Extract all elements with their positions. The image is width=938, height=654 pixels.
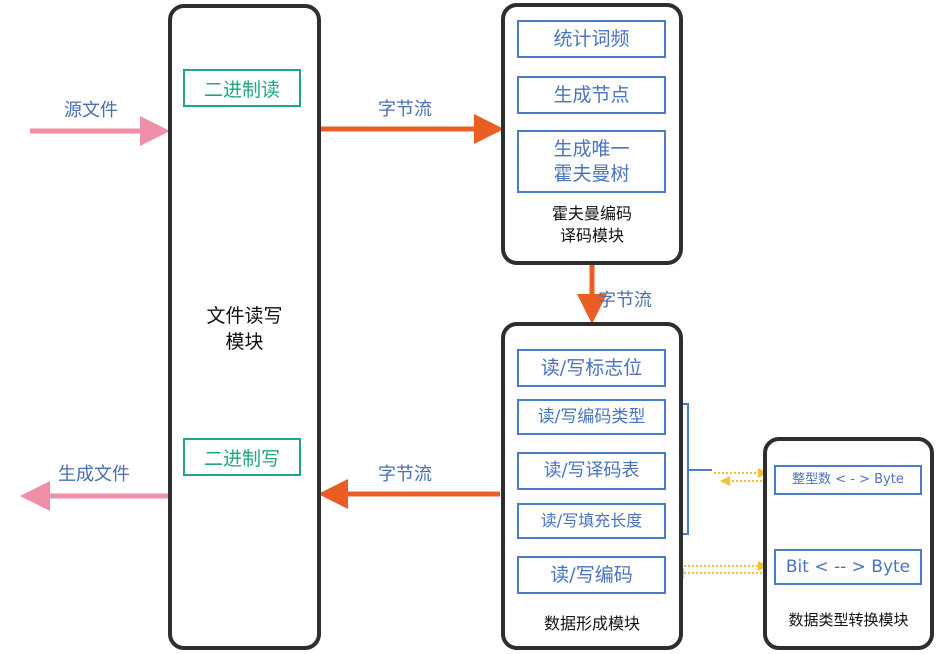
stream-label-top: 字节流: [378, 99, 432, 120]
bit-byte-converter: Bit < -- > Byte: [774, 549, 922, 585]
encoding-item: 读/写编码: [517, 556, 666, 594]
decode-table-item: 读/写译码表: [517, 452, 666, 490]
data-module-label: 数据形成模块: [543, 614, 640, 633]
build-huffman-tree-step: 生成唯一 霍夫曼树: [517, 130, 666, 193]
flag-bit-item: 读/写标志位: [517, 349, 666, 387]
file-module: 文件读写 模块: [168, 4, 321, 650]
generate-nodes-step: 生成节点: [517, 76, 666, 114]
padding-length-item: 读/写填充长度: [517, 503, 666, 539]
int-byte-converter: 整型数 < - > Byte: [774, 465, 922, 495]
output-file-label: 生成文件: [58, 464, 130, 485]
encoding-type-item: 读/写编码类型: [517, 399, 666, 435]
binary-read-button[interactable]: 二进制读: [183, 69, 301, 107]
stream-label-mid: 字节流: [598, 290, 652, 311]
count-frequency-step: 统计词频: [517, 20, 666, 58]
huffman-module-label: 霍夫曼编码 译码模块: [551, 204, 632, 245]
file-module-label: 文件读写 模块: [206, 305, 283, 353]
convert-module-label: 数据类型转换模块: [788, 611, 909, 629]
source-file-label: 源文件: [64, 100, 118, 121]
binary-write-button[interactable]: 二进制写: [183, 438, 301, 476]
stream-label-bottom: 字节流: [378, 464, 432, 485]
